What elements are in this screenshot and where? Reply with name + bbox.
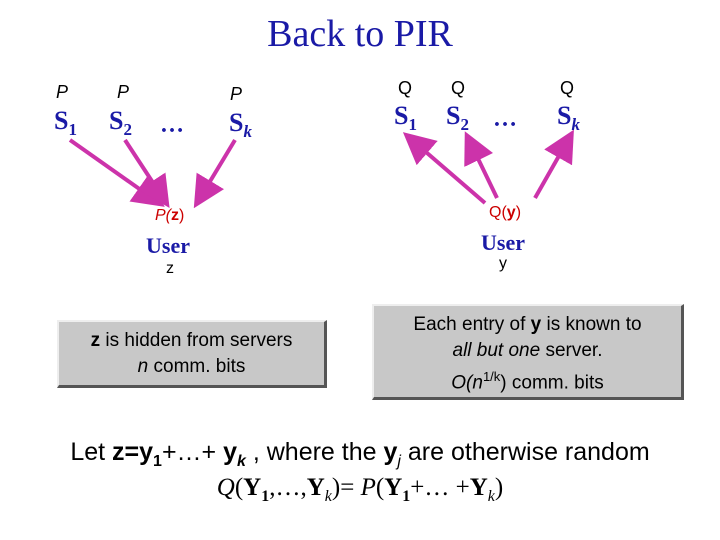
right-user-var: y — [499, 255, 507, 272]
left-server-s2: S2 — [109, 106, 132, 140]
left-server-sk: Sk — [229, 108, 252, 142]
left-box-line1: z is hidden from servers — [90, 330, 293, 351]
right-server-s2: S2 — [446, 101, 469, 135]
bottom-statement-line2: Q(Y1,…,Yk)= P(Y1+… +Yk) — [216, 474, 504, 505]
right-box-line2: all but one server. — [452, 340, 603, 361]
right-server-sk: Sk — [557, 101, 580, 135]
arrow-user-to-s2 — [464, 131, 499, 199]
right-info-box: Each entry of y is known to all but one … — [372, 304, 684, 400]
left-func-label: P(z) — [155, 207, 185, 224]
left-user: User — [146, 233, 190, 258]
left-box-line2: n comm. bits — [137, 356, 246, 377]
bottom-statement-line1: Let z=y1+…+ yk , where the yj are otherw… — [70, 438, 650, 470]
left-info-box: z is hidden from servers n comm. bits — [57, 320, 327, 388]
left-server-s1: S1 — [54, 106, 77, 140]
slide-title: Back to PIR — [267, 13, 453, 55]
left-user-var: z — [166, 260, 174, 277]
query-label-q2: Q — [451, 78, 466, 98]
right-ellipsis: … — [493, 106, 517, 132]
query-label-q1: Q — [398, 78, 413, 98]
query-label-qk: Q — [560, 78, 575, 98]
right-user: User — [481, 230, 525, 255]
left-ellipsis: … — [160, 112, 184, 138]
arrow-sk-to-user — [193, 138, 237, 209]
arrow-user-to-sk — [533, 129, 574, 199]
query-label-p2: P — [117, 82, 130, 102]
arrow-user-to-s1 — [402, 132, 487, 205]
arrow-s2-to-user — [123, 138, 170, 209]
query-label-p1: P — [56, 82, 69, 102]
right-box-line1: Each entry of y is known to — [413, 314, 642, 335]
query-label-pk: P — [230, 84, 243, 104]
right-func-label: Q(y) — [489, 204, 522, 221]
right-box-line3: O(n1/k) comm. bits — [451, 369, 604, 394]
arrow-s1-to-user — [68, 138, 165, 207]
right-server-s1: S1 — [394, 101, 417, 135]
